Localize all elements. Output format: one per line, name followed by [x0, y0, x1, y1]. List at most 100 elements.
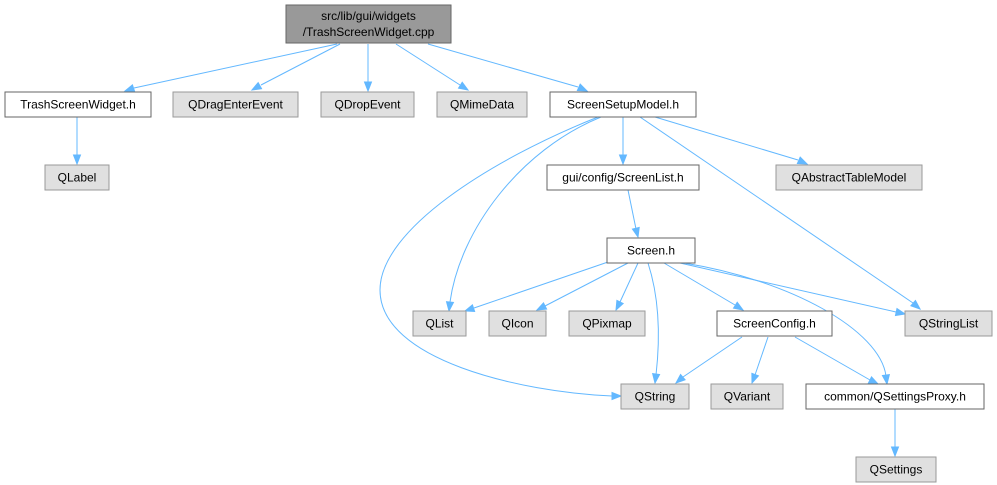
node-label: QStringList	[919, 317, 979, 331]
node-box	[172, 91, 299, 118]
edge-line	[654, 116, 799, 161]
node-box	[606, 237, 696, 264]
node-box	[710, 383, 784, 410]
node-box	[44, 164, 110, 191]
node-label: gui/config/ScreenList.h	[562, 171, 683, 185]
node-label: QDragEnterEvent	[188, 98, 283, 112]
node-label: QList	[425, 317, 454, 331]
edge-arrowhead	[910, 299, 922, 310]
edge-arrowhead	[363, 81, 373, 93]
edge-screenlist_h-to-screen_h	[627, 189, 640, 239]
node-label: QVariant	[724, 390, 771, 404]
edge-arrowhead	[651, 373, 661, 385]
edge-arrowhead	[250, 81, 263, 91]
node-label: common/QSettingsProxy.h	[824, 390, 966, 404]
node-screenlist-h[interactable]: gui/config/ScreenList.h	[546, 164, 700, 191]
edge-arrowhead	[611, 391, 623, 401]
node-label: QLabel	[58, 171, 97, 185]
edge-arrowhead	[894, 307, 907, 317]
edge-arrowhead	[457, 81, 470, 91]
node-label: QAbstractTableModel	[792, 171, 907, 185]
edge-screenconfig_h-to-qsettingsproxy_h	[794, 336, 880, 385]
edge-screen_h-to-qsettingsproxy_h	[683, 262, 891, 386]
node-box	[546, 164, 700, 191]
node-box	[436, 91, 528, 118]
node-qlist: QList	[412, 310, 467, 337]
node-label: QSettings	[870, 463, 923, 477]
edge-screen_h-to-qstring	[647, 262, 661, 385]
edge-line	[683, 262, 887, 377]
node-qmimedata: QMimeData	[436, 91, 528, 118]
node-box	[320, 91, 415, 118]
edge-screensetupmodel_h-to-qstring	[379, 116, 623, 401]
node-label: ScreenSetupModel.h	[567, 98, 679, 112]
node-box	[568, 310, 646, 337]
edge-arrowhead	[123, 83, 136, 93]
node-box	[620, 383, 690, 410]
node-box	[855, 456, 937, 483]
edge-arrowhead	[576, 83, 589, 92]
node-label: QDropEvent	[334, 98, 401, 112]
edge-screen_h-to-qlist	[463, 261, 609, 313]
node-qsettingsproxy-h[interactable]: common/QSettingsProxy.h	[805, 383, 985, 410]
edge-screen_h-to-qstringlist	[679, 262, 907, 317]
edge-line	[379, 116, 613, 397]
edge-line	[647, 262, 659, 376]
node-label: Screen.h	[627, 244, 675, 258]
edges-layer	[72, 43, 922, 458]
node-qvariant: QVariant	[710, 383, 784, 410]
node-qdropevent: QDropEvent	[320, 91, 415, 118]
edge-arrowhead	[890, 446, 900, 458]
edge-arrowhead	[463, 303, 476, 313]
node-box	[775, 164, 923, 191]
node-label: QIcon	[501, 317, 533, 331]
edge-screen_h-to-qicon	[535, 262, 629, 311]
edge-line	[619, 262, 639, 303]
node-screenconfig-h[interactable]: ScreenConfig.h	[716, 310, 833, 337]
node-qstring: QString	[620, 383, 690, 410]
edge-screenconfig_h-to-qvariant	[751, 336, 769, 385]
node-label: QMimeData	[450, 98, 514, 112]
edge-screen_h-to-screenconfig_h	[663, 262, 745, 311]
edge-line	[133, 43, 338, 89]
node-label: QPixmap	[582, 317, 632, 331]
edge-line	[663, 262, 736, 306]
edge-screenconfig_h-to-qstring	[674, 336, 743, 384]
edge-root-to-screensetupmodel_h	[427, 43, 589, 92]
node-box	[805, 383, 985, 410]
node-trashscreenwidget-h[interactable]: TrashScreenWidget.h	[4, 91, 152, 118]
node-qdragenterevent: QDragEnterEvent	[172, 91, 299, 118]
edge-line	[754, 336, 769, 376]
edge-root-to-qdropevent	[363, 44, 373, 93]
edge-screensetupmodel_h-to-qlist	[445, 116, 602, 313]
edge-line	[427, 43, 579, 88]
edge-line	[679, 262, 897, 313]
node-screensetupmodel-h[interactable]: ScreenSetupModel.h	[549, 91, 697, 118]
node-box	[904, 310, 993, 337]
node-screen-h[interactable]: Screen.h	[606, 237, 696, 264]
edge-arrowhead	[631, 226, 640, 239]
nodes-layer: src/lib/gui/widgets/TrashScreenWidget.cp…	[4, 4, 993, 483]
edge-root-to-trashscreenwidget_h	[123, 43, 338, 93]
node-qabstracttablemodel: QAbstractTableModel	[775, 164, 923, 191]
node-root[interactable]: src/lib/gui/widgets/TrashScreenWidget.cp…	[285, 4, 452, 44]
edge-arrowhead	[72, 154, 82, 166]
edge-line	[449, 116, 602, 303]
edge-line	[627, 189, 637, 230]
edge-arrowhead	[881, 374, 891, 386]
edge-line	[395, 43, 461, 86]
edge-root-to-qmimedata	[395, 43, 470, 91]
edge-arrowhead	[751, 372, 760, 385]
edge-arrowhead	[445, 301, 455, 313]
node-qsettings: QSettings	[855, 456, 937, 483]
edge-screensetupmodel_h-to-qabstracttablemodel	[654, 116, 809, 165]
edge-arrowhead	[615, 299, 625, 312]
edge-line	[544, 262, 629, 307]
node-label: TrashScreenWidget.h	[20, 98, 136, 112]
edge-root-to-qdragenterevent	[250, 43, 341, 91]
edge-screen_h-to-qpixmap	[615, 262, 639, 312]
edge-line	[794, 336, 871, 381]
node-qicon: QIcon	[488, 310, 547, 337]
edge-line	[682, 336, 743, 378]
